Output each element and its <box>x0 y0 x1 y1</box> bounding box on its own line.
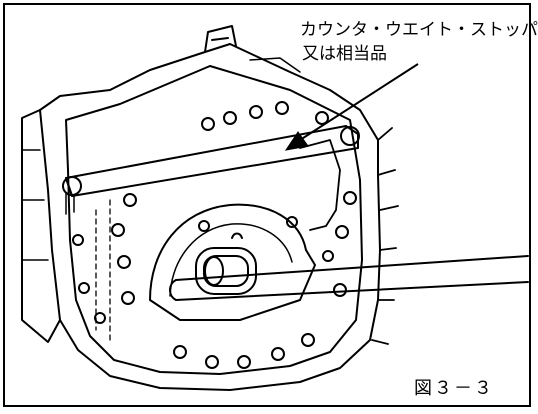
callout-arrow-shaft <box>299 63 419 141</box>
callout-arrow-head <box>284 131 309 151</box>
right-ribs <box>371 127 399 345</box>
top-bracket <box>204 25 237 53</box>
callout-label-equivalent: 又は相当品 <box>302 44 387 64</box>
figure-frame <box>3 3 531 407</box>
housing-outline <box>39 43 381 391</box>
center-plate <box>149 203 316 321</box>
figure-number: 図３－３ <box>410 374 498 400</box>
stopper-bar <box>65 125 359 197</box>
wrench-handle <box>175 255 529 301</box>
housing-inner <box>65 65 363 375</box>
left-flange <box>21 109 61 343</box>
callout-label-stopper: カウンタ・ウエイト・ストッパ <box>300 20 538 40</box>
crank-hub <box>195 247 257 295</box>
stopper-bracket <box>299 139 341 231</box>
